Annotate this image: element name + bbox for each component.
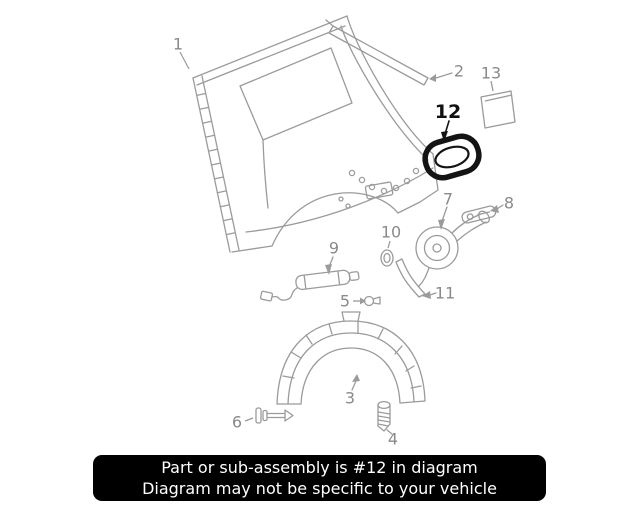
hose-art bbox=[395, 258, 437, 299]
callout-10: 10 bbox=[380, 222, 402, 242]
screw-art bbox=[377, 400, 393, 435]
leader-1 bbox=[179, 51, 190, 70]
bracket-art bbox=[461, 204, 504, 224]
callout-2: 2 bbox=[453, 61, 465, 81]
callout-8: 8 bbox=[503, 193, 515, 213]
release-cable-art bbox=[259, 256, 360, 302]
fuel-filler-housing-art bbox=[415, 206, 490, 287]
push-clip-art bbox=[244, 407, 294, 424]
callout-6: 6 bbox=[231, 412, 243, 432]
callout-9: 9 bbox=[328, 238, 340, 258]
callout-1: 1 bbox=[172, 34, 184, 54]
callout-12-highlighted: 12 bbox=[434, 101, 462, 123]
grommet-art bbox=[380, 240, 394, 267]
caption-line-1: Part or sub-assembly is #12 in diagram bbox=[161, 458, 478, 477]
pad-art bbox=[480, 80, 516, 129]
caption-line-2: Diagram may not be specific to your vehi… bbox=[142, 479, 497, 498]
clip-art bbox=[353, 295, 381, 307]
callout-11: 11 bbox=[434, 283, 456, 303]
callout-5: 5 bbox=[339, 291, 351, 311]
callout-3: 3 bbox=[344, 388, 356, 408]
quarter-panel-art bbox=[192, 15, 439, 253]
callout-7: 7 bbox=[442, 189, 454, 209]
callout-13: 13 bbox=[480, 63, 502, 83]
wheel-liner-art bbox=[276, 311, 426, 405]
fuel-door-highlight-art bbox=[422, 120, 482, 181]
caption-banner: Part or sub-assembly is #12 in diagram D… bbox=[93, 455, 546, 501]
callout-4: 4 bbox=[387, 429, 399, 449]
molding-strip-art bbox=[325, 19, 453, 86]
